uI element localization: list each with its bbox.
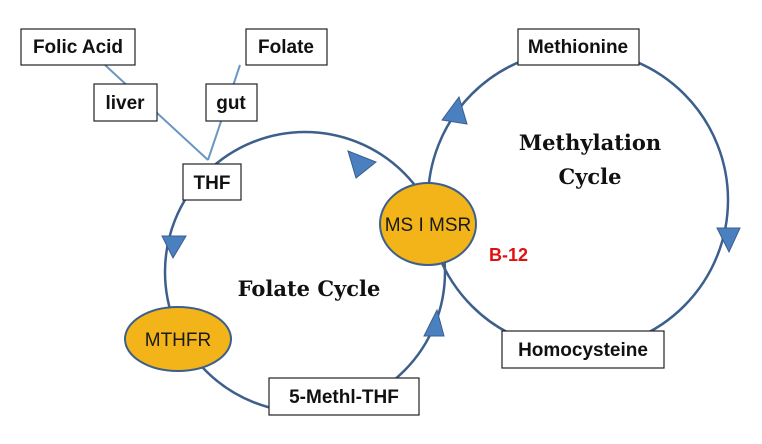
b12-cofactor-label: B-12 — [489, 245, 528, 265]
mthfr-label: MTHFR — [145, 330, 211, 351]
arrow-methylation-right-icon — [716, 227, 741, 254]
folic-acid-box — [20, 28, 136, 66]
gut-box — [205, 83, 258, 122]
liver-box — [93, 83, 158, 122]
arrow-methylation-left-icon — [441, 95, 468, 125]
homocysteine-box — [501, 330, 665, 369]
methyl-thf-box — [268, 377, 420, 416]
arrow-folate-right-icon — [423, 308, 445, 337]
methionine-label: Methionine — [528, 37, 628, 58]
methylation-cycle-ring — [426, 48, 730, 352]
mthfr-enzyme — [124, 306, 232, 372]
ms-msr-label: MS I MSR — [385, 215, 472, 236]
methylation-cycle-title-line1: Methylation — [519, 130, 661, 155]
folate-box — [245, 28, 328, 66]
ms-msr-enzyme — [379, 182, 477, 266]
folate-cycle-title: Folate Cycle — [238, 276, 381, 301]
methionine-box — [517, 28, 640, 66]
thf-box — [182, 163, 242, 201]
folic-acid-label: Folic Acid — [33, 37, 123, 58]
thf-label: THF — [194, 173, 231, 194]
gut-label: gut — [216, 93, 246, 114]
liver-label: liver — [105, 93, 145, 114]
methyl-thf-label: 5-Methl-THF — [289, 387, 399, 408]
arrow-folate-left-icon — [161, 235, 187, 260]
folate-label: Folate — [258, 37, 314, 58]
methylation-cycle-title-line2: Cycle — [558, 164, 621, 189]
arrow-folate-top-icon — [347, 150, 377, 179]
homocysteine-label: Homocysteine — [518, 340, 648, 361]
